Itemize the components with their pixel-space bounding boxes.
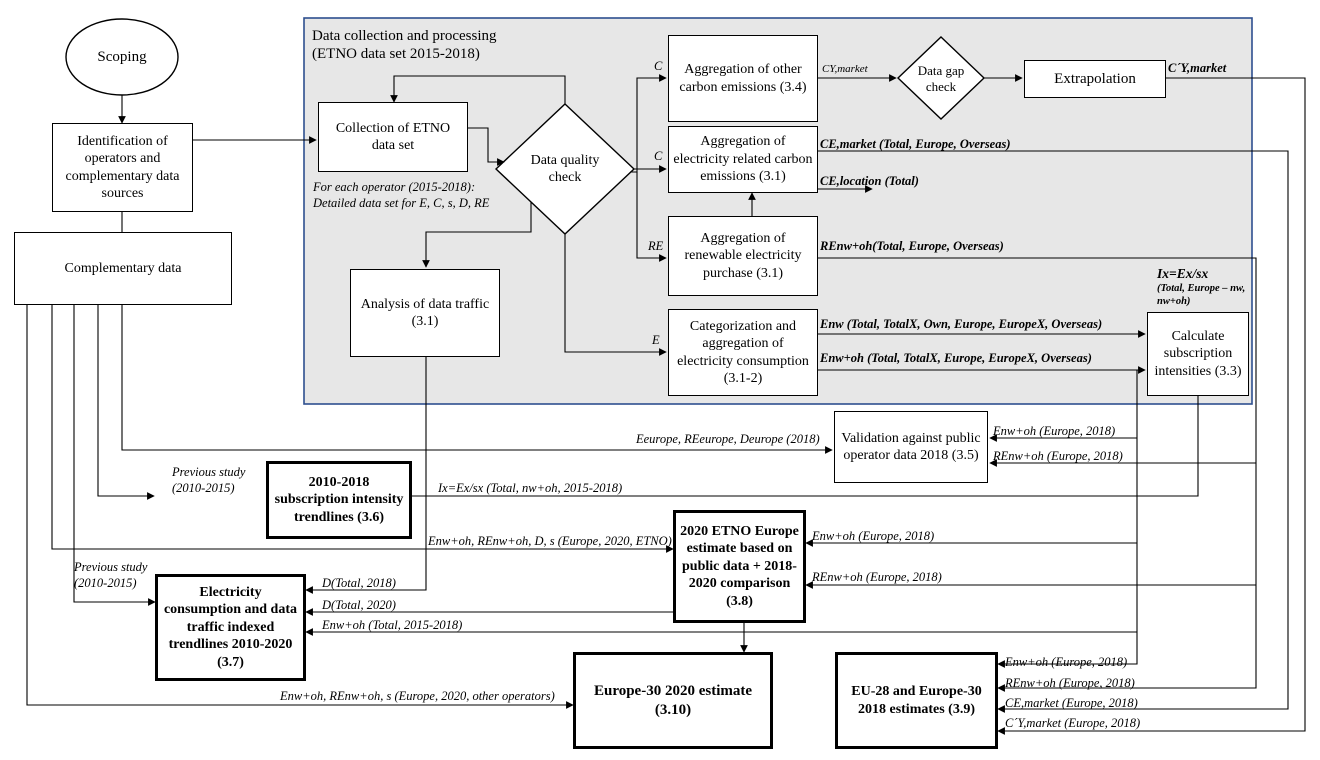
label-eu28-cy: C´Y,market (Europe, 2018): [1005, 716, 1141, 730]
electricity-trendlines-box: Electricity consumption and data traffic…: [155, 574, 306, 681]
scoping-label: Scoping: [97, 48, 147, 65]
eu28-2018-box: EU-28 and Europe-30 2018 estimates (3.9): [835, 652, 998, 749]
complementary-data-box: Complementary data: [14, 232, 232, 305]
edge-complementary-trendlines-2010: [97, 305, 155, 500]
label-e-nw: Enw (Total, TotalX, Own, Europe, EuropeX…: [820, 317, 1103, 331]
aggregation-renewable-box: Aggregation of renewable electricity pur…: [668, 216, 818, 296]
label-ce-location: CE,location (Total): [820, 174, 919, 188]
aggregation-other-label: Aggregation of other carbon emissions (3…: [679, 62, 807, 95]
edge-quality-other: [630, 74, 667, 173]
edge-collection-quality: [468, 127, 505, 166]
edge-quality-renewable: [636, 172, 667, 262]
label-ce-market: CE,market (Total, Europe, Overseas): [820, 137, 1011, 151]
validation-box: Validation against public operator data …: [834, 411, 988, 483]
edge-enwoh-trunk: [997, 370, 1138, 668]
region-title: Data collection and processing (ETNO dat…: [312, 27, 497, 63]
label-eu30-inputs: Enw+oh, REnw+oh, s (Europe, 2020, other …: [280, 689, 555, 703]
label-d-2018: D(Total, 2018): [322, 576, 396, 590]
edge-complementary-trendlines: [73, 305, 156, 606]
edge-traffic-trendlines: [305, 357, 427, 594]
data-gap-diamond: [896, 36, 986, 120]
label-c-other: C: [654, 59, 663, 73]
edge-electricity-eu28: [818, 150, 1289, 713]
intensity-formula-note: Ix=Ex/sx: [1157, 266, 1209, 281]
previous-study-note-1: Previous study (2010-2015): [172, 465, 246, 495]
edge-extrapolation-eu28: [997, 77, 1306, 735]
label-eu28-ce: CE,market (Europe, 2018): [1005, 696, 1138, 710]
label-re-renewable: RE: [648, 239, 664, 253]
label-e-europe: Eeurope, REeurope, Deurope (2018): [636, 432, 820, 446]
collection-box: Collection of ETNO data set: [318, 102, 468, 172]
region-title-line-1: Data collection and processing: [312, 28, 497, 44]
label-ix-total: Ix=Ex/sx (Total, nw+oh, 2015-2018): [438, 481, 623, 495]
label-e-total: Enw+oh (Total, 2015-2018): [322, 618, 463, 632]
data-gap-label: Data gap check: [917, 62, 965, 94]
edge-complementary-validation: [121, 305, 833, 454]
label-e-nw-oh: Enw+oh (Total, TotalX, Europe, EuropeX, …: [820, 351, 1092, 365]
edge-renewable-eu28: [818, 257, 1257, 692]
edge-quality-loopback: [390, 75, 566, 104]
label-etno-inputs: Enw+oh, REnw+oh, D, s (Europe, 2020, ETN…: [428, 534, 672, 548]
europe30-2020-box: Europe-30 2020 estimate (3.10): [573, 652, 773, 749]
label-e-categorization: E: [652, 333, 660, 347]
quality-check-label: Data quality check: [530, 152, 600, 186]
trendlines-2010-2018-box: 2010-2018 subscription intensity trendli…: [266, 461, 412, 539]
analysis-traffic-box: Analysis of data traffic (3.1): [350, 269, 500, 357]
label-d-2020: D(Total, 2020): [322, 598, 396, 612]
previous-study-note-2: Previous study (2010-2015): [74, 560, 148, 590]
etno-2020-box: 2020 ETNO Europe estimate based on publi…: [673, 510, 806, 623]
identification-box: Identification of operators and compleme…: [52, 123, 193, 212]
label-eu28-e: Enw+oh (Europe, 2018): [1005, 655, 1128, 669]
edge-complementary-europe30: [26, 305, 574, 709]
label-cy-market-prime: C´Y,market: [1168, 61, 1227, 75]
for-each-operator-note: For each operator (2015-2018): Detailed …: [313, 180, 490, 210]
calc-intensities-box: Calculate subscription intensities (3.3): [1147, 312, 1249, 396]
edge-complementary-etno: [51, 305, 674, 553]
label-eu28-re: REnw+oh (Europe, 2018): [1005, 676, 1135, 690]
label-cy-market: CY,market: [822, 63, 868, 75]
edge-quality-traffic: [422, 202, 532, 268]
label-etno-e: Enw+oh (Europe, 2018): [812, 529, 935, 543]
label-c-electricity: C: [654, 149, 663, 163]
label-re-nw-oh: REnw+oh(Total, Europe, Overseas): [820, 239, 1004, 253]
edge-quality-categorization: [564, 234, 667, 356]
aggregation-electricity-box: Aggregation of electricity related carbo…: [668, 126, 818, 193]
edge-calc-trendlines: [273, 396, 1199, 500]
label-val-re: REnw+oh (Europe, 2018): [993, 449, 1123, 463]
extrapolation-box: Extrapolation: [1024, 60, 1166, 98]
categorization-box: Categorization and aggregation of electr…: [668, 309, 818, 396]
intensity-scope-note: (Total, Europe – nw, nw+oh): [1157, 283, 1246, 308]
label-val-e: Enw+oh (Europe, 2018): [993, 424, 1116, 438]
aggregation-other-box: Aggregation of other carbon emissions (3…: [668, 35, 818, 122]
region-title-line-2: (ETNO data set 2015-2018): [312, 46, 480, 62]
label-etno-re: REnw+oh (Europe, 2018): [812, 570, 942, 584]
